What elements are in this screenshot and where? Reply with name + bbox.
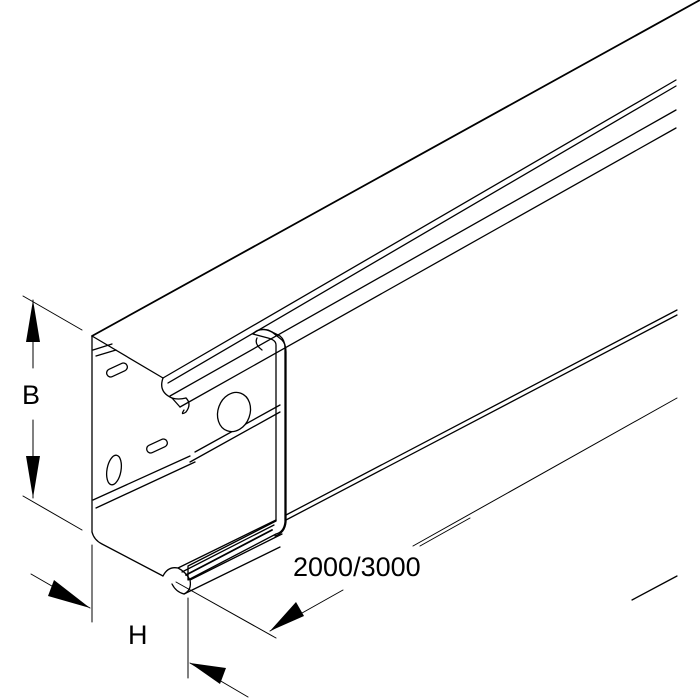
slot-middle-icon [146, 438, 168, 454]
base-end-profile [91, 335, 283, 595]
dimension-h [30, 544, 249, 698]
arrow-right-icon [48, 580, 90, 608]
dimension-label-b: B [22, 380, 41, 410]
arrow-up-icon [26, 300, 40, 342]
duct-body-lines [91, 0, 700, 601]
arrow-down-icon [26, 456, 40, 498]
cover-profile [187, 328, 287, 581]
arrow-length-icon [270, 602, 304, 631]
mounting-slots [105, 362, 252, 486]
dimension-length [175, 517, 471, 639]
knockout-hole-icon [216, 391, 252, 433]
arrow-left-icon [190, 663, 226, 684]
dimension-label-h: H [128, 620, 148, 650]
dimension-b [22, 295, 83, 531]
slot-upper-icon [106, 362, 128, 378]
dimension-label-length: 2000/3000 [293, 552, 421, 582]
slot-vertical-icon [105, 454, 123, 486]
